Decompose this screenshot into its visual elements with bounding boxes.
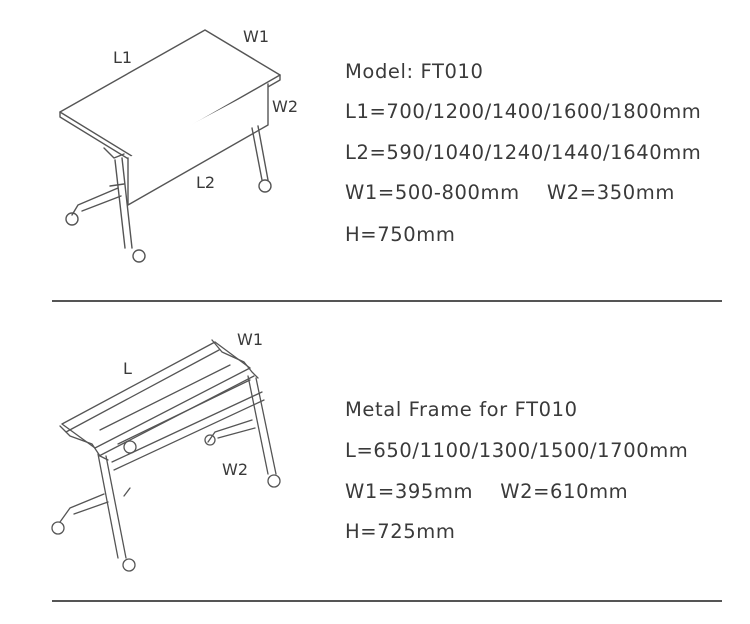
label-w2: W2 bbox=[272, 97, 298, 116]
table-spec-w: W1=500-800mm W2=350mm bbox=[345, 181, 675, 204]
label-l1: L1 bbox=[113, 48, 133, 67]
table-model: Model: FT010 bbox=[345, 60, 484, 83]
table-spec-h: H=750mm bbox=[345, 223, 456, 246]
table-spec-l2: L2=590/1040/1240/1440/1640mm bbox=[345, 141, 702, 164]
frame-spec-h: H=725mm bbox=[345, 520, 456, 543]
label-w1: W1 bbox=[243, 27, 269, 46]
divider-top bbox=[52, 300, 722, 302]
table-spec-l1: L1=700/1200/1400/1600/1800mm bbox=[345, 100, 702, 123]
frame-label-w2: W2 bbox=[222, 460, 248, 479]
frame-label-l: L bbox=[123, 359, 132, 378]
frame-label-w1: W1 bbox=[237, 330, 263, 349]
frame-title: Metal Frame for FT010 bbox=[345, 398, 578, 421]
label-l2: L2 bbox=[196, 173, 216, 192]
frame-spec-w: W1=395mm W2=610mm bbox=[345, 480, 629, 503]
divider-bottom bbox=[52, 600, 722, 602]
frame-spec-l: L=650/1100/1300/1500/1700mm bbox=[345, 439, 689, 462]
